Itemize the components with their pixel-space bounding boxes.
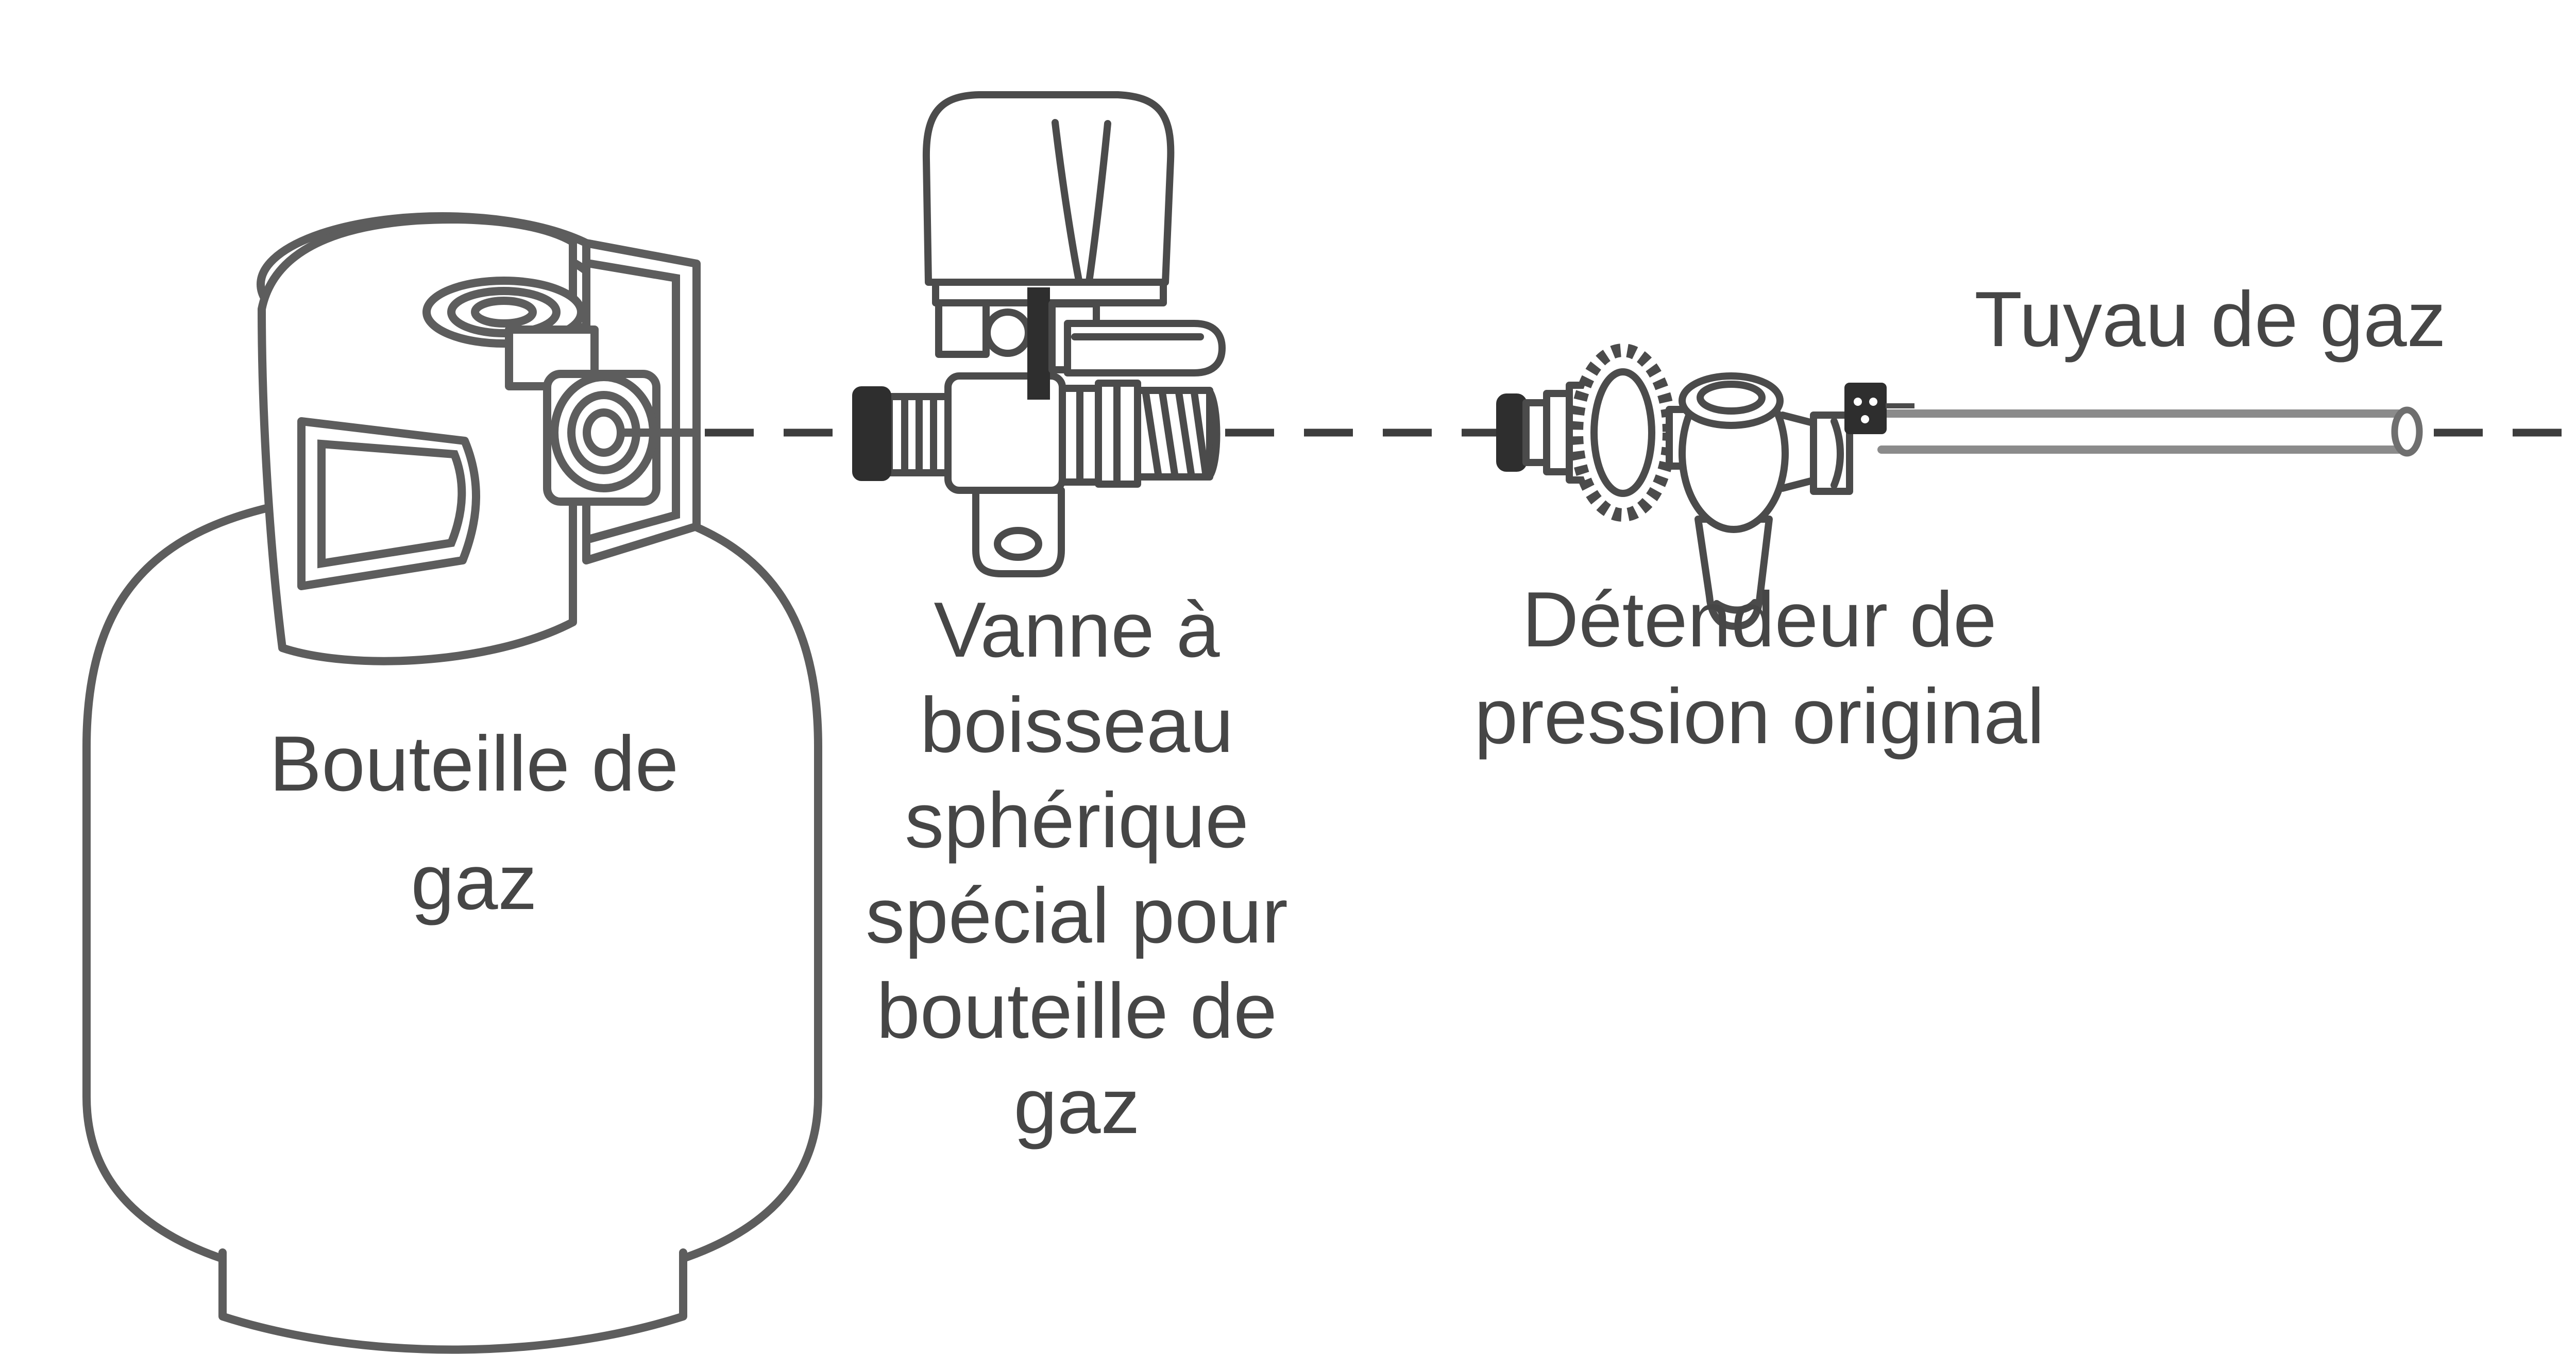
valve-inlet-flange bbox=[852, 386, 891, 481]
regulator-disc-inner bbox=[1590, 368, 1655, 497]
valve-nut-end-curve bbox=[1206, 388, 1221, 479]
actuator-dome-seam-right bbox=[1086, 120, 1111, 285]
valve-stem bbox=[1027, 287, 1050, 400]
bottle-label-line-2: gaz bbox=[411, 838, 537, 926]
valve-bracket bbox=[935, 299, 990, 358]
collar-side-plate-inner-edge bbox=[586, 260, 680, 543]
regulator-outlet-collar bbox=[1810, 412, 1853, 495]
bottle-base-ring bbox=[218, 1248, 687, 1354]
valve-knurl-hatch bbox=[1142, 389, 1209, 477]
diagram-labels: Bouteille de gaz Vanne à boisseau sphéri… bbox=[269, 276, 2446, 1150]
valve-lever bbox=[1064, 320, 1226, 376]
valve-label-line-6: gaz bbox=[1013, 1062, 1140, 1150]
valve-guard-opening-mid bbox=[447, 287, 561, 337]
regulator-label-line-1: Détendeur de bbox=[1522, 576, 1996, 663]
regulator-outlet-neck bbox=[1779, 412, 1818, 492]
ball-valve-illustration bbox=[852, 91, 1226, 577]
regulator-cup-inner bbox=[1713, 599, 1758, 614]
valve-label-line-1: Vanne à bbox=[934, 586, 1219, 674]
valve-mount-hole bbox=[994, 527, 1042, 561]
clamp-screw-3 bbox=[1861, 415, 1869, 423]
valve-thread-ribs bbox=[901, 396, 937, 473]
regulator-top-oval-inner bbox=[1697, 381, 1766, 415]
valve-guard-opening-inner bbox=[471, 297, 537, 328]
valve-label-line-5: bouteille de bbox=[876, 967, 1277, 1055]
bottle-label-line-1: Bouteille de bbox=[269, 720, 679, 808]
collar-window-inner bbox=[317, 439, 466, 569]
hose-clamp bbox=[1844, 383, 1887, 434]
hose-open-end bbox=[2391, 406, 2423, 457]
hose-tube-fill bbox=[1883, 418, 2409, 446]
gas-hose-illustration bbox=[1844, 383, 2423, 457]
actuator-dome-seam-left bbox=[1052, 119, 1082, 284]
regulator-inlet-knob bbox=[1496, 393, 1527, 472]
gas-bottle-illustration bbox=[82, 212, 822, 1354]
regulator-cup bbox=[1694, 516, 1773, 630]
valve-label-line-2: boisseau bbox=[920, 681, 1233, 769]
valve-label-line-4: spécial pour bbox=[866, 872, 1288, 959]
clamp-screw-2 bbox=[1869, 398, 1877, 406]
clamp-screw-1 bbox=[1854, 398, 1862, 406]
valve-nut bbox=[984, 308, 1032, 357]
regulator-outlet-collar-curve bbox=[1831, 418, 1844, 489]
valve-ring-lines bbox=[1076, 384, 1121, 484]
actuator-dome bbox=[922, 91, 1175, 286]
pressure-regulator-illustration bbox=[1496, 344, 1853, 630]
valve-label-line-3: sphérique bbox=[905, 777, 1249, 864]
regulator-label-line-2: pression original bbox=[1475, 673, 2045, 760]
hose-label: Tuyau de gaz bbox=[1974, 276, 2446, 363]
